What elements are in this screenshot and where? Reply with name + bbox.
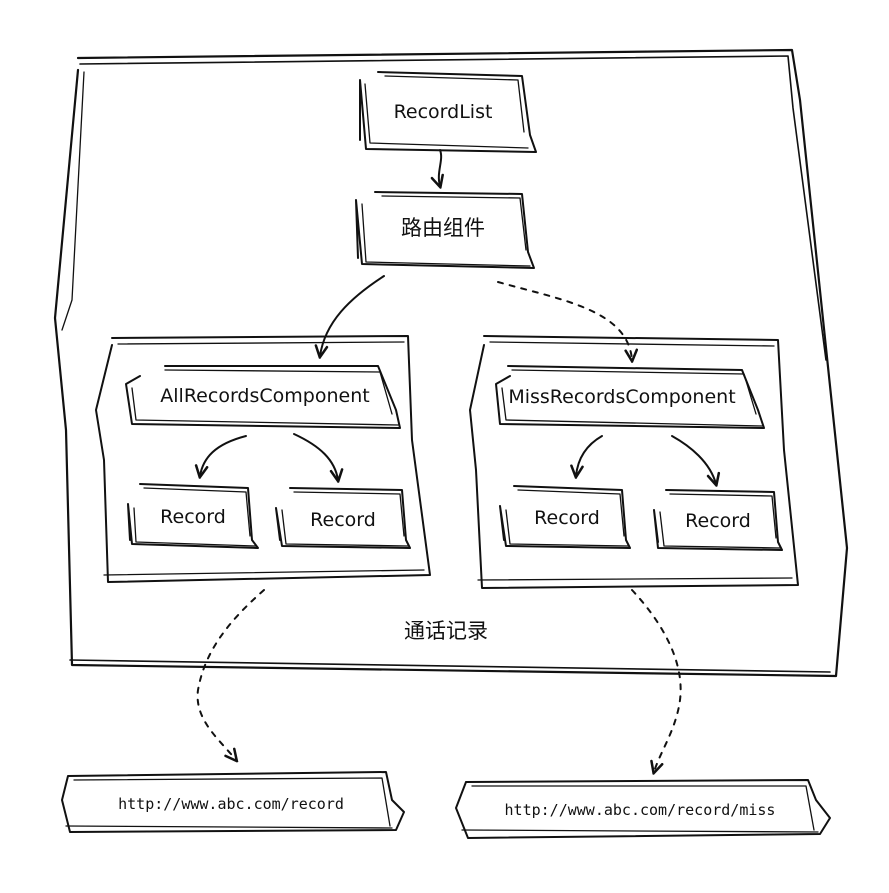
container-label: 通话记录 [404,619,488,643]
edge-router-allrecords [320,275,385,356]
outer-container [53,48,849,678]
miss-record-node-1: Record [499,485,631,549]
url-record-box: http://www.abc.com/record [61,771,405,833]
miss-record-label-1: Record [534,507,600,529]
edge-missrecords-url [631,589,682,772]
all-record-node-2: Record [275,487,411,549]
edge-allrecords-url [196,589,265,760]
all-records-group [95,335,431,583]
miss-record-label-2: Record [685,510,751,532]
miss-records-group [469,335,799,589]
edge-allrecords-record1 [200,435,247,476]
miss-records-node: MissRecordsComponent [495,365,765,429]
router-node: 路由组件 [355,191,535,269]
url-record-text: http://www.abc.com/record [118,795,344,813]
all-record-label-2: Record [310,509,376,531]
edge-allrecords-record2 [293,433,338,480]
miss-record-node-2: Record [653,489,783,551]
edge-router-missrecords [497,281,632,360]
edge-missrecords-record2 [671,435,716,484]
all-record-node-1: Record [127,483,259,549]
all-records-node: AllRecordsComponent [125,365,401,429]
record-list-label: RecordList [394,101,493,123]
edge-recordlist-router [439,149,441,186]
all-records-label: AllRecordsComponent [160,385,369,407]
edge-missrecords-record1 [576,435,603,476]
router-label: 路由组件 [401,216,485,240]
record-list-node: RecordList [359,71,537,153]
all-record-label-1: Record [160,506,226,528]
url-record-miss-text: http://www.abc.com/record/miss [505,801,776,819]
miss-records-label: MissRecordsComponent [508,386,735,408]
url-record-miss-box: http://www.abc.com/record/miss [455,779,831,839]
